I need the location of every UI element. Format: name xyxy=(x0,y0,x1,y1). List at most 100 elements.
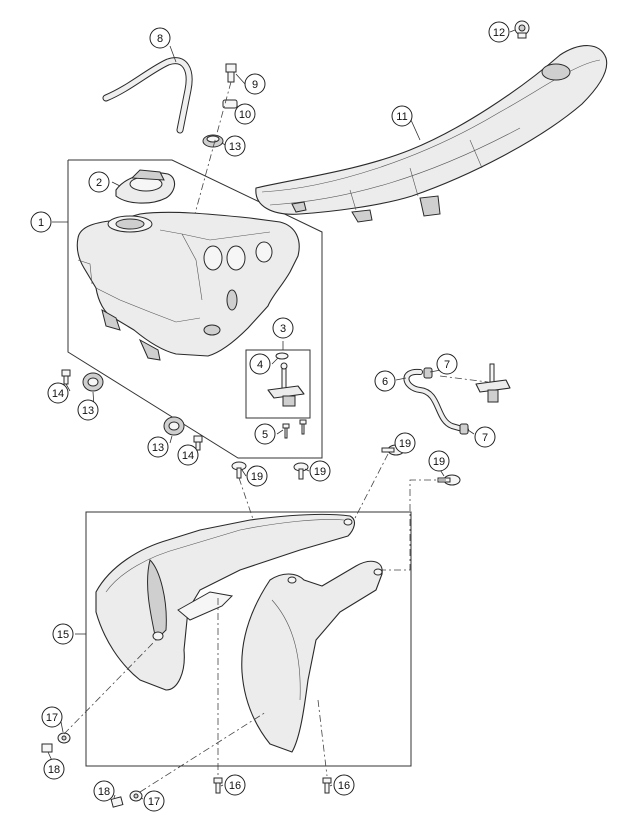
callout-circle xyxy=(234,103,256,125)
callout-circle xyxy=(30,211,52,233)
tank-mount-screw-left xyxy=(61,369,71,385)
callout-circle xyxy=(143,790,165,812)
callout-circle xyxy=(394,432,416,454)
callout-number: 18 xyxy=(98,786,110,798)
fuel-line xyxy=(403,368,469,433)
callout-circle xyxy=(224,135,246,157)
side-cover-screw-a xyxy=(213,777,223,794)
callout-circle xyxy=(147,436,169,458)
callout-12: 12 xyxy=(488,21,510,43)
callout-11: 11 xyxy=(391,105,413,127)
callout-circle xyxy=(47,382,69,404)
callout-13: 13 xyxy=(147,436,169,458)
callout-13: 13 xyxy=(224,135,246,157)
callout-number: 16 xyxy=(229,780,241,792)
callout-number: 3 xyxy=(280,323,286,335)
callout-circle xyxy=(93,780,115,802)
callout-circle xyxy=(254,423,276,445)
callout-9: 9 xyxy=(244,73,266,95)
callout-15: 15 xyxy=(52,623,74,645)
side-cover-screw-b xyxy=(322,777,332,794)
callout-circle xyxy=(488,21,510,43)
callout-14: 14 xyxy=(177,444,199,466)
breather-axis-line xyxy=(189,81,232,233)
callout-16: 16 xyxy=(224,774,246,796)
fuel-tap xyxy=(267,362,305,407)
fuel-tap-screws xyxy=(282,419,307,439)
callout-4: 4 xyxy=(249,353,271,375)
callout-14: 14 xyxy=(47,382,69,404)
callout-19: 19 xyxy=(428,450,450,472)
callout-16: 16 xyxy=(333,774,355,796)
callout-number: 19 xyxy=(251,471,263,483)
callout-number: 1 xyxy=(38,217,44,229)
callout-18: 18 xyxy=(43,758,65,780)
callout-number: 16 xyxy=(338,780,350,792)
tank-mount-screw-right xyxy=(193,435,203,451)
callout-number: 14 xyxy=(52,388,64,400)
callout-circle xyxy=(333,774,355,796)
callout-19: 19 xyxy=(394,432,416,454)
callout-8: 8 xyxy=(149,27,171,49)
callout-17: 17 xyxy=(41,706,63,728)
callout-circle xyxy=(246,465,268,487)
callout-number: 9 xyxy=(252,79,258,91)
callout-7: 7 xyxy=(474,426,496,448)
side-cover-left xyxy=(95,513,356,691)
screw-left xyxy=(41,743,53,753)
callout-number: 11 xyxy=(396,111,407,123)
callout-number: 13 xyxy=(152,442,164,454)
callout-number: 7 xyxy=(482,432,488,444)
fuel-line-axis xyxy=(439,375,489,383)
washer-bottom-axis xyxy=(139,711,267,793)
fuel-tap-reference xyxy=(475,363,511,403)
callout-number: 8 xyxy=(157,33,163,45)
washer-left xyxy=(57,732,71,744)
callout-circle xyxy=(177,444,199,466)
callout-6: 6 xyxy=(374,370,396,392)
fastener-c-axis xyxy=(353,453,389,521)
callout-number: 18 xyxy=(48,764,60,776)
callout-circle xyxy=(272,317,294,339)
screw-b-axis xyxy=(317,699,328,777)
callout-circle xyxy=(391,105,413,127)
seat xyxy=(255,45,608,223)
callout-number: 7 xyxy=(444,359,450,371)
callout-number: 19 xyxy=(314,466,326,478)
tank-cap xyxy=(115,169,176,204)
washer-left-axis xyxy=(63,641,155,735)
callout-17: 17 xyxy=(143,790,165,812)
callout-number: 17 xyxy=(46,712,58,724)
callout-circle xyxy=(224,774,246,796)
seat-screw xyxy=(514,20,530,39)
callout-number: 2 xyxy=(96,177,102,189)
callout-number: 14 xyxy=(182,450,194,462)
callout-circle xyxy=(436,353,458,375)
fuel-tank-group-frame xyxy=(67,159,323,459)
callout-circle xyxy=(77,399,99,421)
fuel-tap-group-frame xyxy=(245,349,311,419)
callout-circle xyxy=(149,27,171,49)
breather-washer xyxy=(222,99,238,109)
callout-circle xyxy=(41,706,63,728)
callout-circle xyxy=(244,73,266,95)
callout-19: 19 xyxy=(309,460,331,482)
callout-number: 10 xyxy=(239,109,251,121)
fuel-breather-hose xyxy=(102,57,193,134)
tank-rubber-mount-left xyxy=(82,372,104,392)
callout-number: 19 xyxy=(399,438,411,450)
side-cover-group-frame xyxy=(85,511,412,767)
fuel-tap-o-ring xyxy=(275,352,289,360)
callout-circle xyxy=(88,171,110,193)
breather-grommet-top xyxy=(202,134,224,148)
callout-circle xyxy=(428,450,450,472)
callout-circle xyxy=(309,460,331,482)
callout-number: 4 xyxy=(257,359,263,371)
callout-7: 7 xyxy=(436,353,458,375)
callout-circle xyxy=(43,758,65,780)
callout-circle xyxy=(474,426,496,448)
callout-circle xyxy=(52,623,74,645)
callout-circle xyxy=(374,370,396,392)
